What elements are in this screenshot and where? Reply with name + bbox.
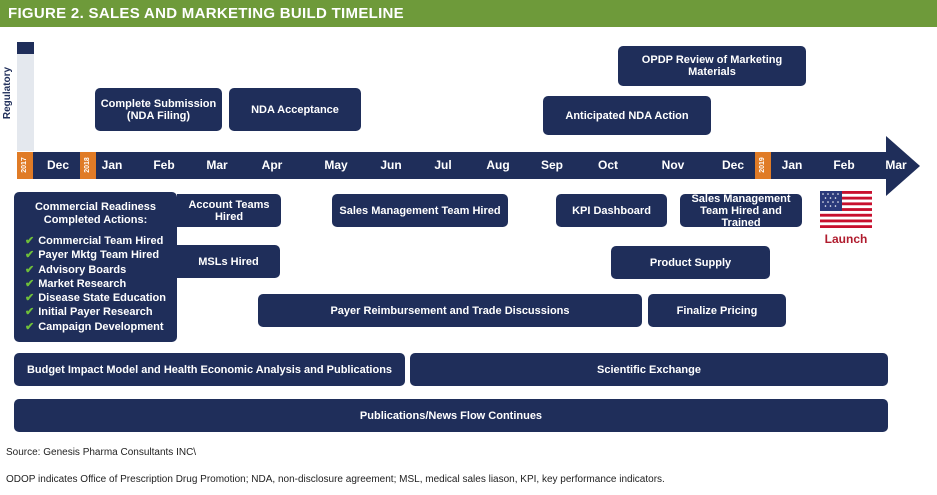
year-marker-2019: 2019: [755, 152, 771, 179]
commercial-readiness-box: Commercial Readiness Completed Actions: …: [14, 192, 177, 342]
month-label: Aug: [486, 158, 510, 172]
list-item: ✔Campaign Development: [25, 320, 164, 333]
month-label: Apr: [261, 158, 283, 172]
list-item: ✔Disease State Education: [25, 292, 166, 305]
year-label: 2019: [759, 157, 766, 173]
payer-reimbursement-box: Payer Reimbursement and Trade Discussion…: [258, 294, 642, 327]
list-item: ✔Commercial Team Hired: [25, 235, 164, 247]
month-label: Jan: [781, 158, 803, 172]
commercial-readiness-list: ✔Commercial Team Hired ✔Payer Mktg Team …: [25, 234, 166, 334]
month-label: Feb: [833, 158, 855, 172]
year-marker-2017: 2017: [17, 152, 33, 179]
list-item: ✔Advisory Boards: [25, 263, 127, 276]
figure-title: FIGURE 2. SALES AND MARKETING BUILD TIME…: [8, 5, 404, 22]
check-icon: ✔: [25, 306, 35, 319]
check-icon: ✔: [25, 292, 35, 305]
kpi-dashboard-box: KPI Dashboard: [556, 194, 667, 227]
check-icon: ✔: [25, 249, 35, 262]
scientific-exchange-box: Scientific Exchange: [410, 353, 888, 386]
regulatory-label: Regulatory: [2, 66, 13, 120]
budget-impact-box: Budget Impact Model and Health Economic …: [14, 353, 405, 386]
month-label: May: [324, 158, 348, 172]
us-flag-icon: [820, 191, 872, 228]
sales-management-trained-box: Sales Management Team Hired and Trained: [680, 193, 802, 229]
month-label: Mar: [206, 158, 228, 172]
complete-submission-box: Complete Submission (NDA Filing): [95, 88, 222, 131]
msls-hired-box: MSLs Hired: [177, 245, 280, 278]
opdp-review-box: OPDP Review of Marketing Materials: [618, 46, 806, 86]
month-label: Oct: [597, 158, 618, 172]
list-item: ✔Payer Mktg Team Hired: [25, 249, 160, 262]
regulatory-band: [17, 42, 34, 151]
account-teams-box: Account Teams Hired: [177, 194, 281, 227]
timeline-arrowhead: [886, 136, 920, 196]
commercial-readiness-title: Commercial Readiness Completed Actions:: [34, 201, 157, 226]
check-icon: ✔: [25, 235, 35, 247]
finalize-pricing-box: Finalize Pricing: [648, 294, 786, 327]
year-marker-2018: 2018: [80, 152, 96, 179]
month-label: Jan: [101, 158, 123, 172]
month-label: Jul: [434, 158, 452, 172]
launch-label: Launch: [824, 232, 868, 246]
title-bar: [0, 0, 937, 27]
product-supply-box: Product Supply: [611, 246, 770, 279]
month-label: Feb: [153, 158, 175, 172]
check-icon: ✔: [25, 263, 35, 276]
timeline-bar: [17, 152, 887, 179]
month-label: Dec: [721, 158, 744, 172]
list-item: ✔Initial Payer Research: [25, 306, 153, 319]
publications-box: Publications/News Flow Continues: [14, 399, 888, 432]
regulatory-band-cap: [17, 42, 34, 54]
nda-acceptance-box: NDA Acceptance: [229, 88, 361, 131]
month-label: Mar: [885, 158, 907, 172]
footnote: ODOP indicates Office of Prescription Dr…: [6, 474, 665, 485]
month-label: Sep: [540, 158, 563, 172]
month-label: Dec: [46, 158, 69, 172]
month-label: Nov: [661, 158, 685, 172]
anticipated-nda-action-box: Anticipated NDA Action: [543, 96, 711, 135]
check-icon: ✔: [25, 320, 35, 333]
list-item: ✔Market Research: [25, 277, 127, 290]
check-icon: ✔: [25, 277, 35, 290]
month-label: Jun: [380, 158, 402, 172]
year-label: 2017: [21, 157, 28, 173]
source-note: Source: Genesis Pharma Consultants INC\: [6, 447, 197, 458]
sales-management-hired-box: Sales Management Team Hired: [332, 194, 508, 227]
